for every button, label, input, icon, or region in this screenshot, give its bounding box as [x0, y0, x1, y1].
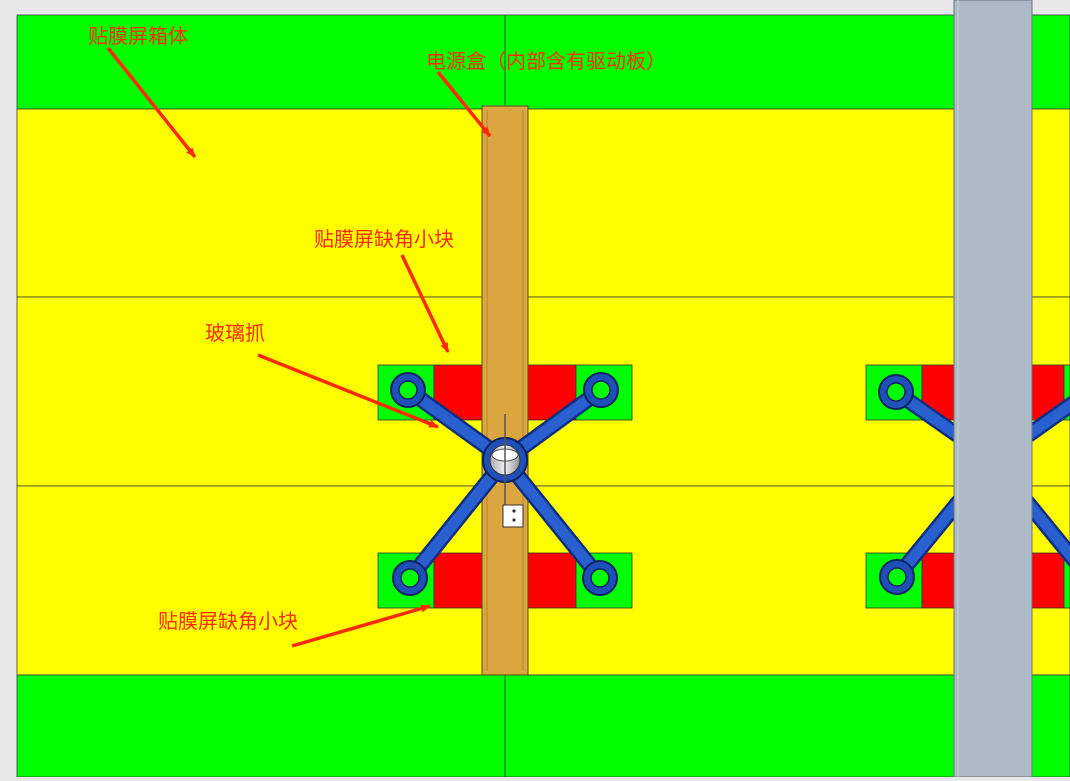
corner-block-red-bottom-left — [433, 552, 483, 609]
clamp-foot-top-left — [390, 372, 426, 408]
power-box — [481, 105, 529, 676]
clamp-foot-right-top-left — [878, 374, 914, 410]
mount-bracket — [502, 504, 524, 528]
cabinet-bottom-band — [16, 674, 1070, 778]
label-cabinet: 贴膜屏箱体 — [88, 24, 188, 48]
bracket-screw — [512, 518, 516, 522]
steel-column — [953, 0, 1033, 778]
clamp-foot-bottom-left — [392, 560, 428, 596]
arrow-cabinet — [106, 46, 197, 159]
label-corner-block-bottom: 贴膜屏缺角小块 — [158, 609, 298, 633]
corner-block-red-top-left — [433, 364, 483, 421]
corner-mount-right-top-right — [1063, 364, 1070, 421]
arrow-corner-block-top — [400, 254, 450, 353]
clamp-foot-right-bottom-left — [879, 559, 915, 595]
label-power-box: 电源盒（内部含有驱动板） — [426, 49, 666, 73]
clamp-assembly-left — [377, 105, 633, 676]
bracket-screw — [512, 509, 516, 513]
clamp-foot-top-right — [583, 372, 619, 408]
clamp-foot-bottom-right — [582, 560, 618, 596]
label-glass-clamp: 玻璃抓 — [205, 321, 265, 345]
annotation-arrows — [106, 46, 492, 648]
corner-block-red-bottom-right — [527, 552, 577, 609]
cabinet-top-band — [16, 14, 1070, 110]
arrow-power-box — [436, 70, 492, 138]
label-corner-block-top: 贴膜屏缺角小块 — [314, 227, 454, 251]
arrow-glass-clamp — [257, 353, 439, 429]
film-panel-row-1 — [16, 108, 1070, 298]
arrow-corner-block-bottom — [291, 604, 431, 648]
